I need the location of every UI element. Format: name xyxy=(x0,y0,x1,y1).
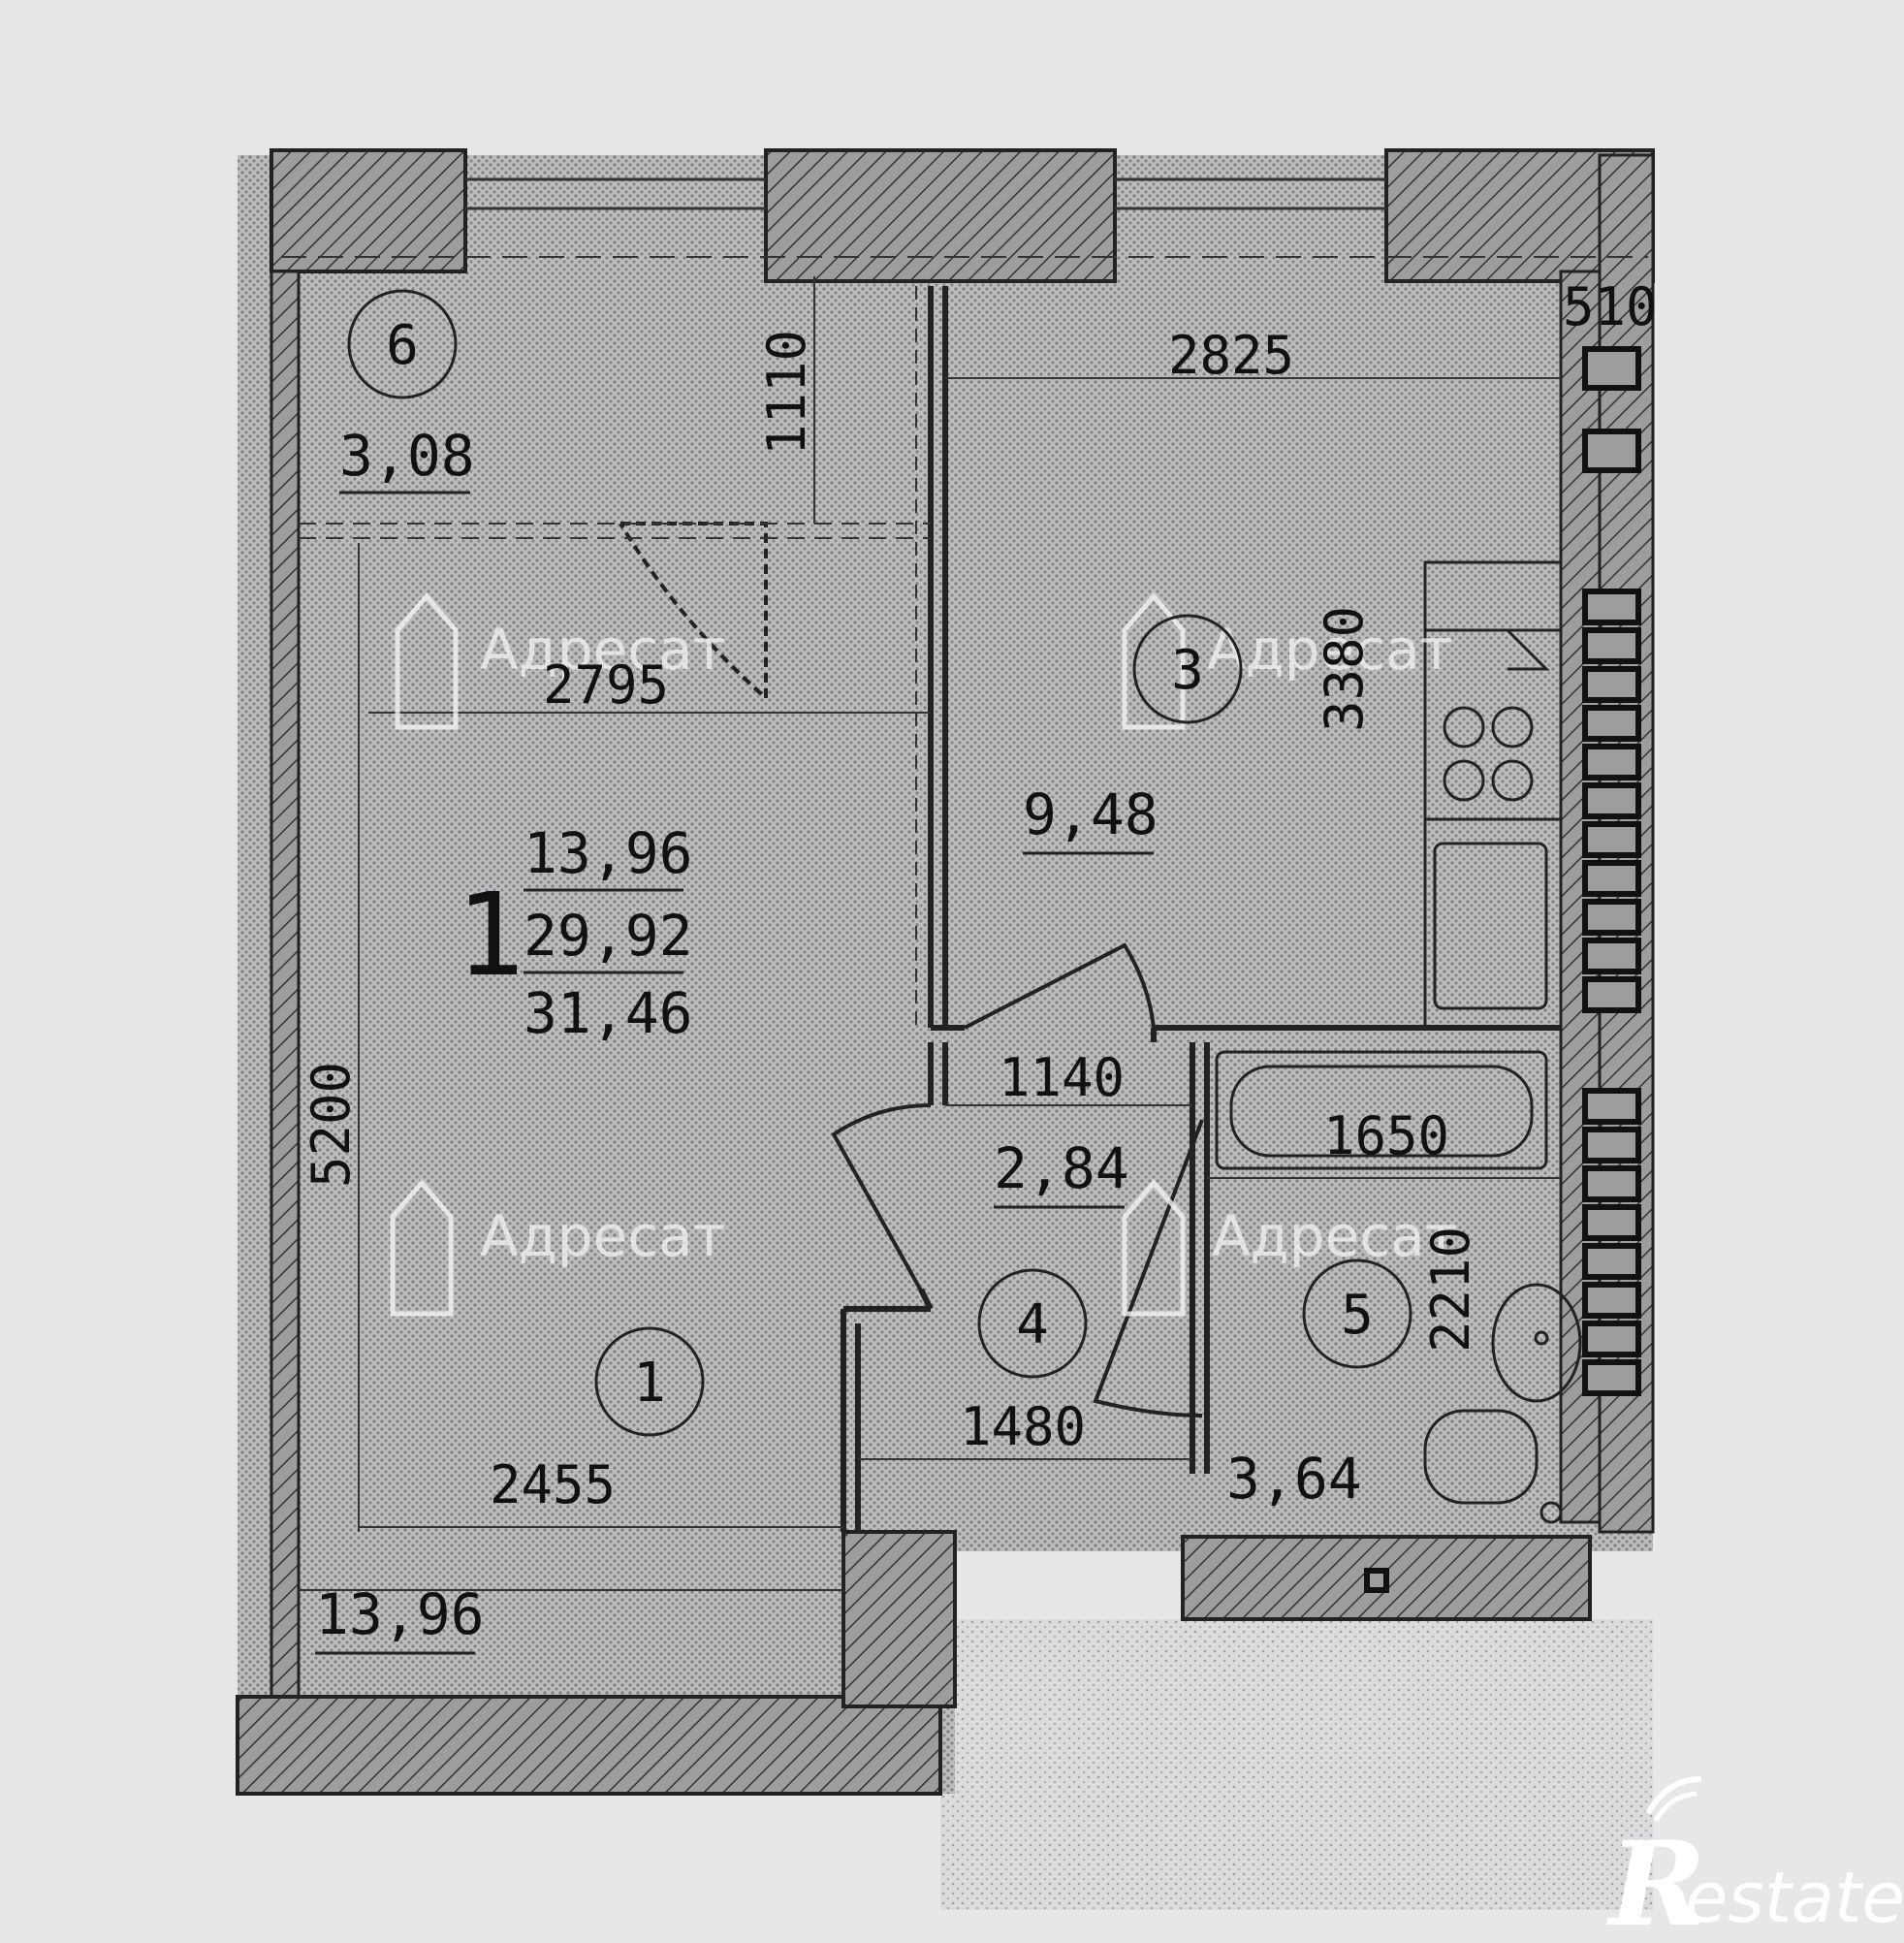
dimension-label: 1480 xyxy=(960,1396,1086,1457)
balcony-area: 13,96 xyxy=(315,1581,485,1647)
room-number: 6 xyxy=(386,314,419,377)
dimension-label: 2825 xyxy=(1168,325,1294,386)
doors xyxy=(619,522,1204,1417)
dimension-label: 5200 xyxy=(301,1062,362,1188)
dimension-label: 2455 xyxy=(490,1454,616,1515)
dimension-label: 1650 xyxy=(1323,1105,1449,1166)
apartment-total-area-with-balcony: 31,46 xyxy=(524,980,693,1046)
room-number: 5 xyxy=(1341,1284,1374,1347)
room-number: 3 xyxy=(1171,639,1204,702)
watermark-logo-icon xyxy=(390,592,1186,1317)
kitchen-furniture xyxy=(1423,560,1563,1030)
room-number: 4 xyxy=(1016,1293,1049,1356)
apartment-living-area: 13,96 xyxy=(524,820,693,886)
dimension-label: 1110 xyxy=(756,330,817,456)
top-windows xyxy=(281,177,1648,258)
brand-text: estate xyxy=(1685,1857,1904,1938)
room-area: 3,08 xyxy=(339,423,475,489)
dimension-label: 3380 xyxy=(1314,606,1375,732)
room-area: 2,84 xyxy=(994,1135,1129,1201)
apartment-total-area: 29,92 xyxy=(524,903,693,969)
dimension-label: 510 xyxy=(1563,276,1658,337)
bathroom-fixtures xyxy=(1215,1050,1582,1524)
room-number: 1 xyxy=(633,1352,666,1415)
watermark-text: Адресат xyxy=(480,617,726,683)
dimension-label: 1140 xyxy=(999,1047,1125,1108)
dimension-label: 2210 xyxy=(1420,1226,1481,1353)
room-area: 9,48 xyxy=(1023,781,1158,847)
dimension-label: 2795 xyxy=(543,654,669,716)
room-area: 3,64 xyxy=(1226,1446,1362,1512)
watermark-text: Адресат xyxy=(1212,1203,1458,1269)
room-markers xyxy=(347,289,1412,1437)
watermark-text: Адресат xyxy=(1207,617,1453,683)
restate-logo-icon xyxy=(1645,1776,1702,1823)
terrace-area xyxy=(940,1619,1653,1910)
right-windows xyxy=(1364,346,1641,1593)
brand-letter: R xyxy=(1606,1816,1706,1939)
watermarks: Адресат Адресат Адресат Адресат xyxy=(390,592,1458,1317)
apartment-rooms-count: 1 xyxy=(456,868,524,1002)
watermark-text: Адресат xyxy=(480,1203,726,1269)
zone-lines xyxy=(299,276,1561,1591)
